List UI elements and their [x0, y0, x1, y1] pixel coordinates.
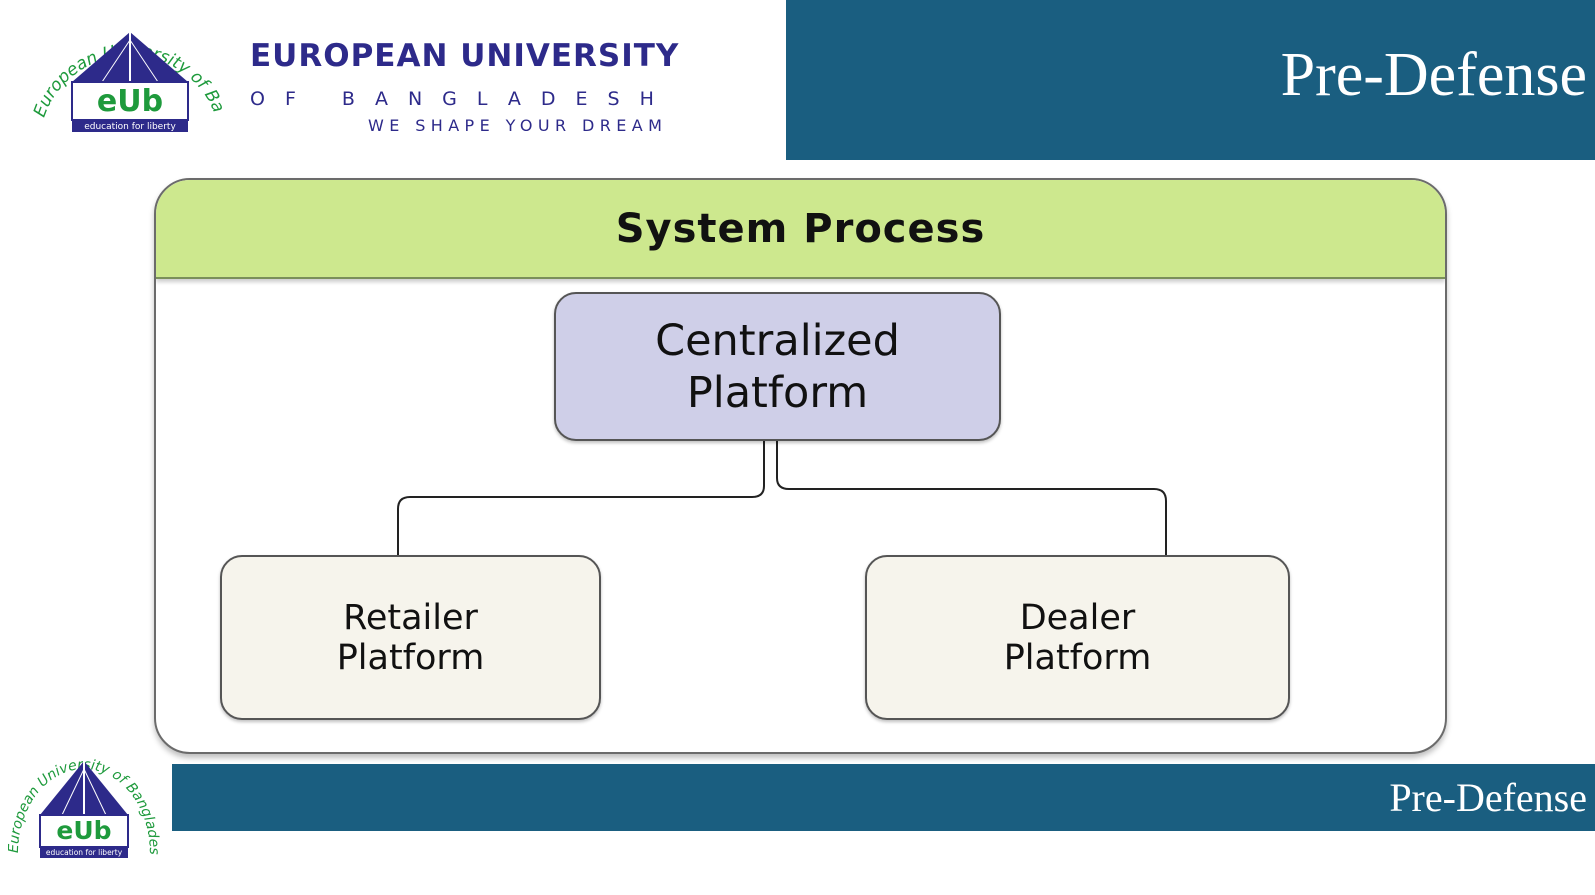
eub-logo-icon: European University of Bangladesh eUb ed…: [25, 0, 228, 132]
footer-title: Pre-Defense: [1389, 775, 1587, 820]
eub-logo-icon: European University of Bangladesh eUb ed…: [4, 723, 162, 858]
node-dealer-platform: Dealer Platform: [865, 555, 1290, 720]
university-of-bangladesh: OF BANGLADESH: [250, 88, 674, 110]
diagram-header: System Process: [156, 180, 1445, 279]
logo-motto: education for liberty: [84, 122, 176, 132]
university-logo-top: European University of Bangladesh eUb ed…: [25, 0, 230, 135]
university-tagline: WE SHAPE YOUR DREAM: [368, 116, 668, 135]
logo-mark: eUb: [97, 84, 163, 119]
logo-motto: education for liberty: [46, 848, 123, 857]
university-name: EUROPEAN UNIVERSITY: [250, 38, 680, 74]
diagram-title: System Process: [615, 205, 986, 252]
slide-title: Pre-Defense: [1280, 41, 1587, 109]
header-band: Pre-Defense: [786, 0, 1595, 160]
node-centralized-platform: Centralized Platform: [554, 292, 1001, 441]
logo-mark: eUb: [56, 816, 111, 845]
university-logo-bottom: European University of Bangladesh eUb ed…: [4, 723, 162, 863]
node-retailer-platform: Retailer Platform: [220, 555, 601, 720]
footer-band: Pre-Defense: [172, 764, 1595, 831]
